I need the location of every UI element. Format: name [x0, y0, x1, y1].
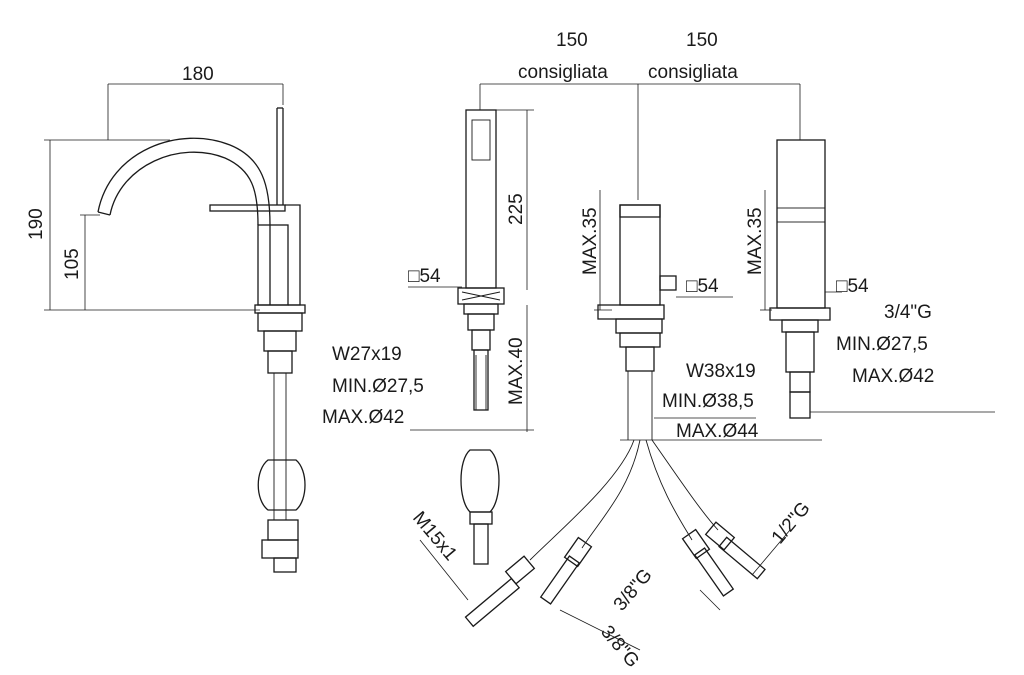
min-275-valve: MIN.Ø27,5	[836, 334, 928, 355]
dim-190: 190	[26, 208, 47, 240]
thread-34g: 3/4"G	[884, 302, 932, 323]
square-54-valve: □54	[836, 276, 869, 297]
thread-38g-a: 3/8"G	[610, 565, 657, 615]
max35-valve: MAX.35	[745, 207, 766, 275]
min-385-mixer: MIN.Ø38,5	[662, 391, 754, 412]
max40-shower: MAX.40	[506, 337, 527, 405]
max-44-mixer: MAX.Ø44	[676, 421, 759, 442]
dim-225: 225	[506, 193, 527, 225]
thread-m15: M15x1	[408, 508, 461, 565]
valve-view	[760, 139, 995, 419]
square-54-mixer: □54	[686, 276, 719, 297]
thread-w27: W27x19	[332, 344, 402, 365]
square-54-shower: □54	[408, 266, 441, 287]
dim-105: 105	[62, 248, 83, 280]
spout-view	[44, 83, 306, 573]
dim-180: 180	[182, 64, 214, 85]
thread-w38: W38x19	[686, 361, 756, 382]
thread-38g-b: 3/8"G	[596, 622, 643, 672]
mixer-view	[419, 83, 822, 651]
max-42-valve: MAX.Ø42	[852, 366, 934, 387]
min-275-spout: MIN.Ø27,5	[332, 376, 424, 397]
consigliata-left: consigliata	[518, 62, 608, 83]
consigliata-right: consigliata	[648, 62, 738, 83]
hand-shower-view	[408, 83, 638, 565]
dim-150-left: 150	[556, 30, 588, 51]
thread-12g: 1/2"G	[768, 498, 815, 548]
max-42-spout: MAX.Ø42	[322, 407, 404, 428]
max35-mixer: MAX.35	[580, 207, 601, 275]
dim-150-right: 150	[686, 30, 718, 51]
